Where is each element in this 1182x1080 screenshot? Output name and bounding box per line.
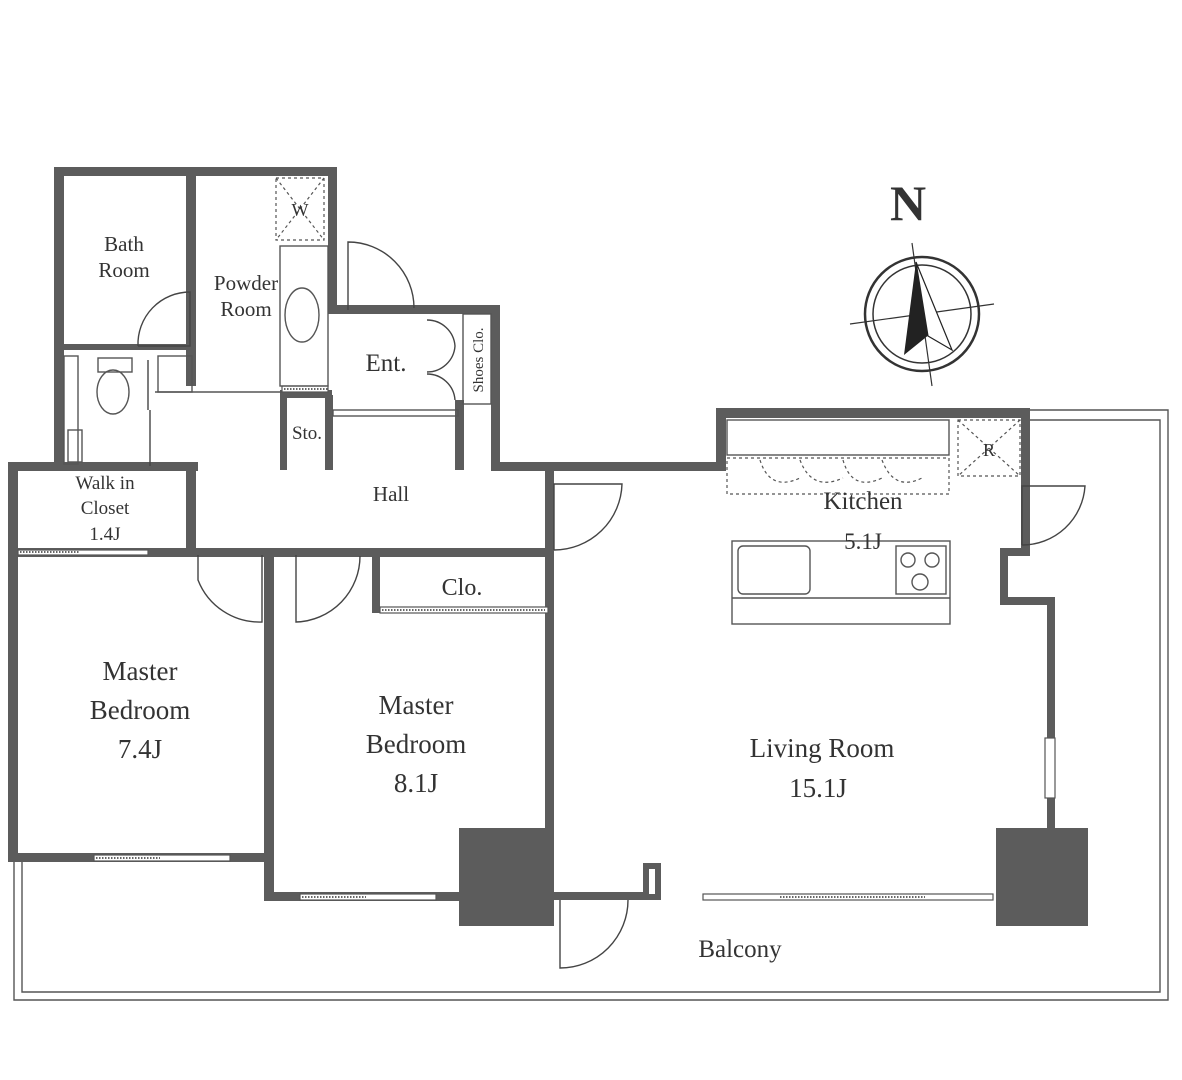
pillar-detail	[649, 869, 655, 894]
fridge-label: R	[983, 440, 995, 460]
vanity-sink	[284, 287, 320, 343]
fridge-space	[957, 419, 1021, 477]
walls	[8, 167, 1088, 926]
bedroom2-size: 8.1J	[394, 768, 438, 798]
kitchen-cabinet	[726, 419, 950, 456]
bedroom1-size: 7.4J	[118, 734, 162, 764]
bath-label-2: Room	[98, 258, 149, 282]
room-labels: Bath Room Powder Room W Ent. Shoes Clo. …	[75, 200, 995, 963]
toilet-tank	[97, 357, 133, 373]
toilet-bowl	[96, 369, 130, 415]
vanity-counter	[279, 245, 329, 387]
washer-label: W	[292, 200, 309, 220]
hall-label: Hall	[373, 482, 409, 506]
balcony-label: Balcony	[698, 936, 782, 963]
walk-in-closet-label-1: Walk in	[75, 473, 135, 494]
kitchen-island	[731, 540, 951, 625]
compass: N	[849, 175, 995, 387]
walk-in-closet-size: 1.4J	[89, 524, 120, 545]
kitchen-label: Kitchen	[823, 488, 903, 515]
shoes-closet-label: Shoes Clo.	[471, 327, 487, 392]
bath-label-1: Bath	[104, 232, 144, 256]
compass-north-label: N	[890, 175, 926, 231]
windows	[17, 385, 1056, 901]
storage-label: Sto.	[292, 423, 322, 444]
living-room-size: 15.1J	[789, 773, 847, 803]
kitchen-upper-cabinet	[726, 457, 950, 495]
compass-needle-icon	[904, 262, 930, 355]
balcony-outline	[13, 409, 1169, 1001]
powder-label-1: Powder	[214, 271, 278, 295]
kitchen-sink	[737, 545, 811, 595]
bedroom1-label-2: Bedroom	[90, 695, 191, 725]
living-room-label: Living Room	[750, 733, 895, 763]
powder-label-2: Room	[220, 297, 271, 321]
fixtures	[63, 177, 1021, 625]
kitchen-size: 5.1J	[844, 529, 882, 554]
cooktop	[895, 545, 947, 595]
bedroom2-label-2: Bedroom	[366, 729, 467, 759]
entrance-label: Ent.	[366, 350, 407, 377]
washer-space	[275, 177, 325, 241]
bedroom2-label-1: Master	[379, 690, 454, 720]
walk-in-closet-label-2: Closet	[81, 498, 130, 519]
closet-label: Clo.	[442, 575, 483, 601]
bedroom1-label-1: Master	[103, 656, 178, 686]
shoe-closet	[462, 313, 492, 405]
